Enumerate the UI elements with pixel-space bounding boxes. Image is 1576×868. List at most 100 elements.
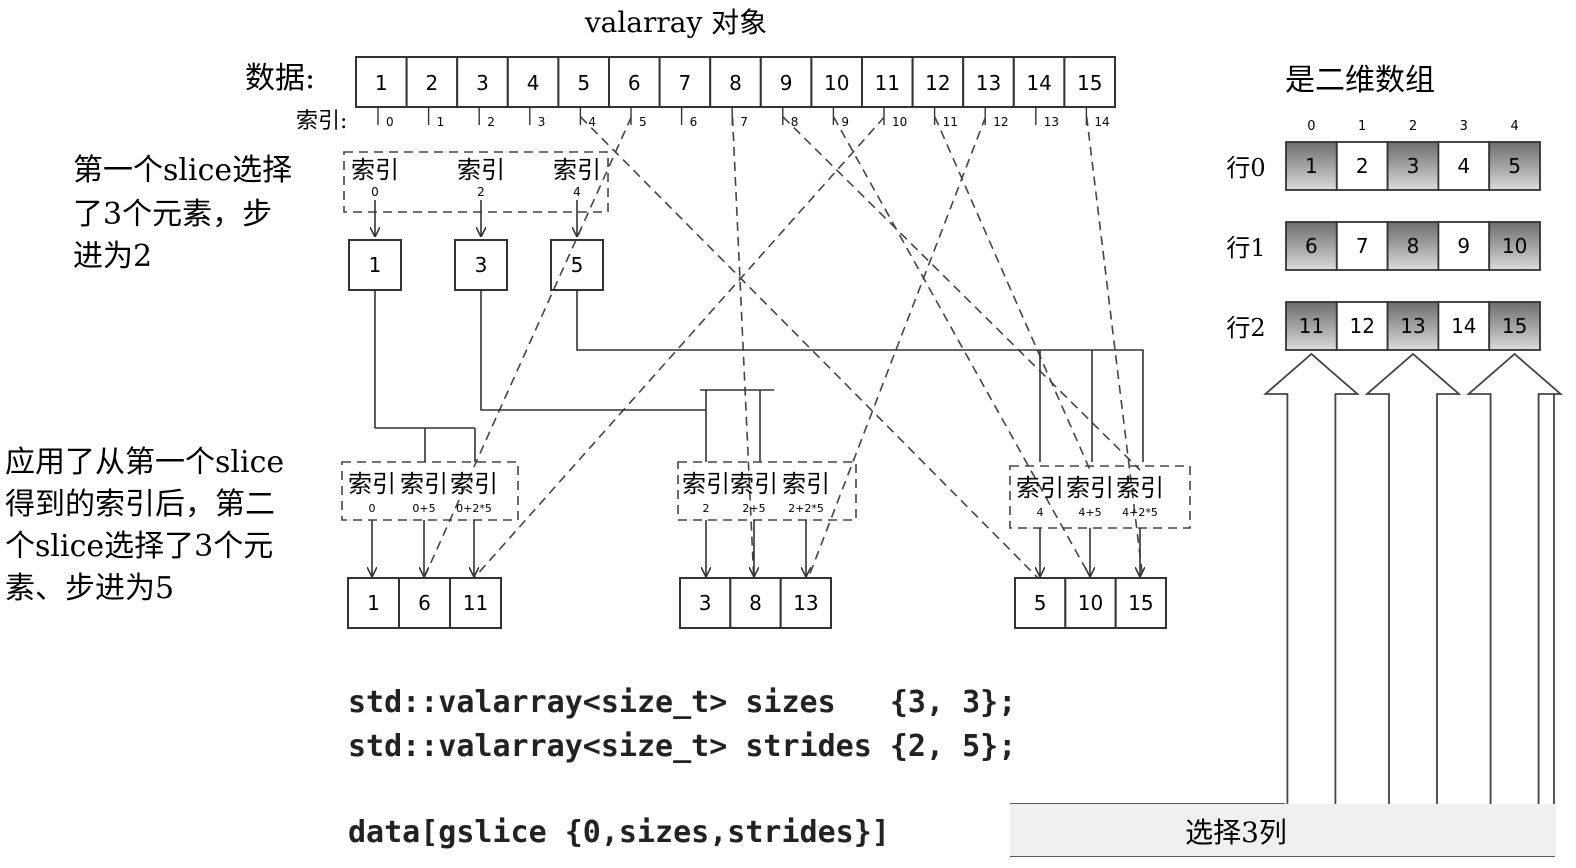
first-slice-result-box: [348, 239, 402, 291]
select-arrow: [1466, 352, 1564, 812]
matrix-cell-value: 14: [1451, 314, 1476, 338]
data-index-value: 1: [437, 115, 445, 129]
second-slice-result-value: 11: [463, 591, 488, 615]
code-line-1: std::valarray<size_t> sizes {3, 3};: [348, 685, 1016, 720]
matrix-row-label: 行2: [1226, 314, 1265, 342]
matrix-cell-value: 10: [1502, 234, 1527, 258]
data-index-value: 14: [1094, 115, 1109, 129]
data-cell: [1063, 56, 1117, 108]
second-slice-result-cell: [779, 577, 833, 629]
element-route-line: [782, 116, 1141, 471]
data-cell-value: 3: [476, 71, 489, 95]
data-cell: [557, 56, 611, 108]
data-cell-value: 7: [679, 71, 692, 95]
matrix-col-header: 2: [1409, 119, 1417, 134]
first-slice-result-value: 3: [475, 253, 488, 277]
element-route-line: [580, 116, 1041, 581]
matrix-cell: [1386, 141, 1440, 191]
data-cell: [759, 56, 813, 108]
matrix-cell-value: 8: [1407, 234, 1420, 258]
code-line-2: std::valarray<size_t> strides {2, 5};: [348, 729, 1016, 764]
matrix-cell-value: 1: [1305, 154, 1318, 178]
data-index-value: 10: [892, 115, 907, 129]
second-slice-index-label: 索引: [730, 470, 778, 498]
data-cell: [608, 56, 661, 108]
second-slice-desc-line-3: 个slice选择了3个元: [5, 529, 273, 564]
select-columns-arrows: [1010, 352, 1564, 857]
data-cell-value: 12: [925, 71, 950, 95]
matrix-cell-value: 9: [1457, 234, 1470, 258]
data-cell-value: 10: [824, 71, 849, 95]
second-slice-result-value: 15: [1128, 591, 1153, 615]
second-slice-index-expr: 4: [1037, 506, 1044, 519]
data-index-value: 0: [386, 115, 394, 129]
data-cell-value: 4: [527, 71, 540, 95]
first-slice-result-box: [454, 239, 508, 291]
data-index-value: 13: [1044, 115, 1059, 129]
matrix-cell-value: 2: [1356, 154, 1369, 178]
matrix-col-header: 3: [1460, 119, 1468, 134]
second-slice-desc: 应用了从第一个slice 得到的索引后，第二 个slice选择了3个元 素、步进…: [5, 445, 294, 606]
data-cell: [658, 56, 712, 108]
second-slice-result-value: 3: [699, 591, 712, 615]
second-slice-desc-line-4: 素、步进为5: [5, 571, 174, 606]
matrix-cell: [1386, 301, 1440, 351]
first-slice-desc-line-3: 进为2: [73, 239, 152, 274]
data-index-value: 3: [538, 115, 546, 129]
second-slice-result-cell: [347, 577, 400, 629]
matrix-cell: [1488, 301, 1541, 351]
connector-3: [480, 290, 774, 462]
first-slice-box: [343, 151, 609, 213]
second-slice-index-label: 索引: [1016, 474, 1064, 502]
second-slice-index-label: 索引: [1066, 474, 1114, 502]
data-index-value: 5: [639, 115, 647, 129]
code-line-4: data[gslice {0,sizes,strides}]: [348, 815, 890, 850]
matrix-cell: [1285, 221, 1338, 271]
data-cell: [456, 56, 509, 108]
first-slice-desc: 第一个slice选择 了3个元素，步 进为2: [73, 153, 302, 274]
data-index-value: 11: [943, 115, 958, 129]
data-cell-value: 11: [875, 71, 900, 95]
second-slice-desc-line-2: 得到的索引后，第二: [5, 487, 275, 522]
matrix-cell: [1285, 301, 1338, 351]
first-slice-index-label: 索引: [553, 156, 601, 184]
data-cell: [962, 56, 1015, 108]
second-slice-box: [341, 461, 519, 521]
matrix-cell-value: 4: [1457, 154, 1470, 178]
data-cell-value: 13: [976, 71, 1001, 95]
matrix-cell: [1437, 301, 1491, 351]
data-index-value: 12: [993, 115, 1008, 129]
matrix-title: 是二维数组: [1285, 63, 1435, 98]
second-slice-result-value: 1: [367, 591, 380, 615]
second-slice-groups: 索引01索引0+56索引0+2*511索引23索引2+58索引2+2*513索引…: [341, 461, 1191, 629]
matrix-col-header: 1: [1358, 119, 1366, 134]
element-route-line: [833, 116, 1093, 581]
second-slice-index-expr: 4+2*5: [1122, 506, 1158, 519]
matrix-cell-value: 6: [1305, 234, 1318, 258]
data-cell-value: 5: [577, 71, 590, 95]
second-slice-result-value: 5: [1034, 591, 1047, 615]
first-slice-index-value: 0: [371, 185, 379, 199]
second-slice-index-label: 索引: [782, 470, 830, 498]
first-slice-index-value: 4: [573, 185, 581, 199]
data-index-value: 8: [791, 115, 799, 129]
second-slice-index-expr: 2+2*5: [788, 502, 824, 515]
first-slice-desc-line-2: 了3个元素，步: [73, 197, 272, 232]
second-slice-result-value: 13: [793, 591, 818, 615]
matrix-row-label: 行0: [1226, 154, 1265, 182]
first-slice-result-value: 5: [571, 253, 584, 277]
second-slice-index-expr: 0: [369, 502, 376, 515]
matrix-cell-value: 5: [1508, 154, 1521, 178]
second-slice-index-label: 索引: [1116, 474, 1164, 502]
data-index-value: 6: [690, 115, 698, 129]
data-cell: [355, 56, 408, 108]
first-slice-result-value: 1: [369, 253, 382, 277]
select-label-panel: [1010, 804, 1556, 856]
data-cell: [709, 56, 762, 108]
second-slice-result-value: 6: [418, 591, 431, 615]
